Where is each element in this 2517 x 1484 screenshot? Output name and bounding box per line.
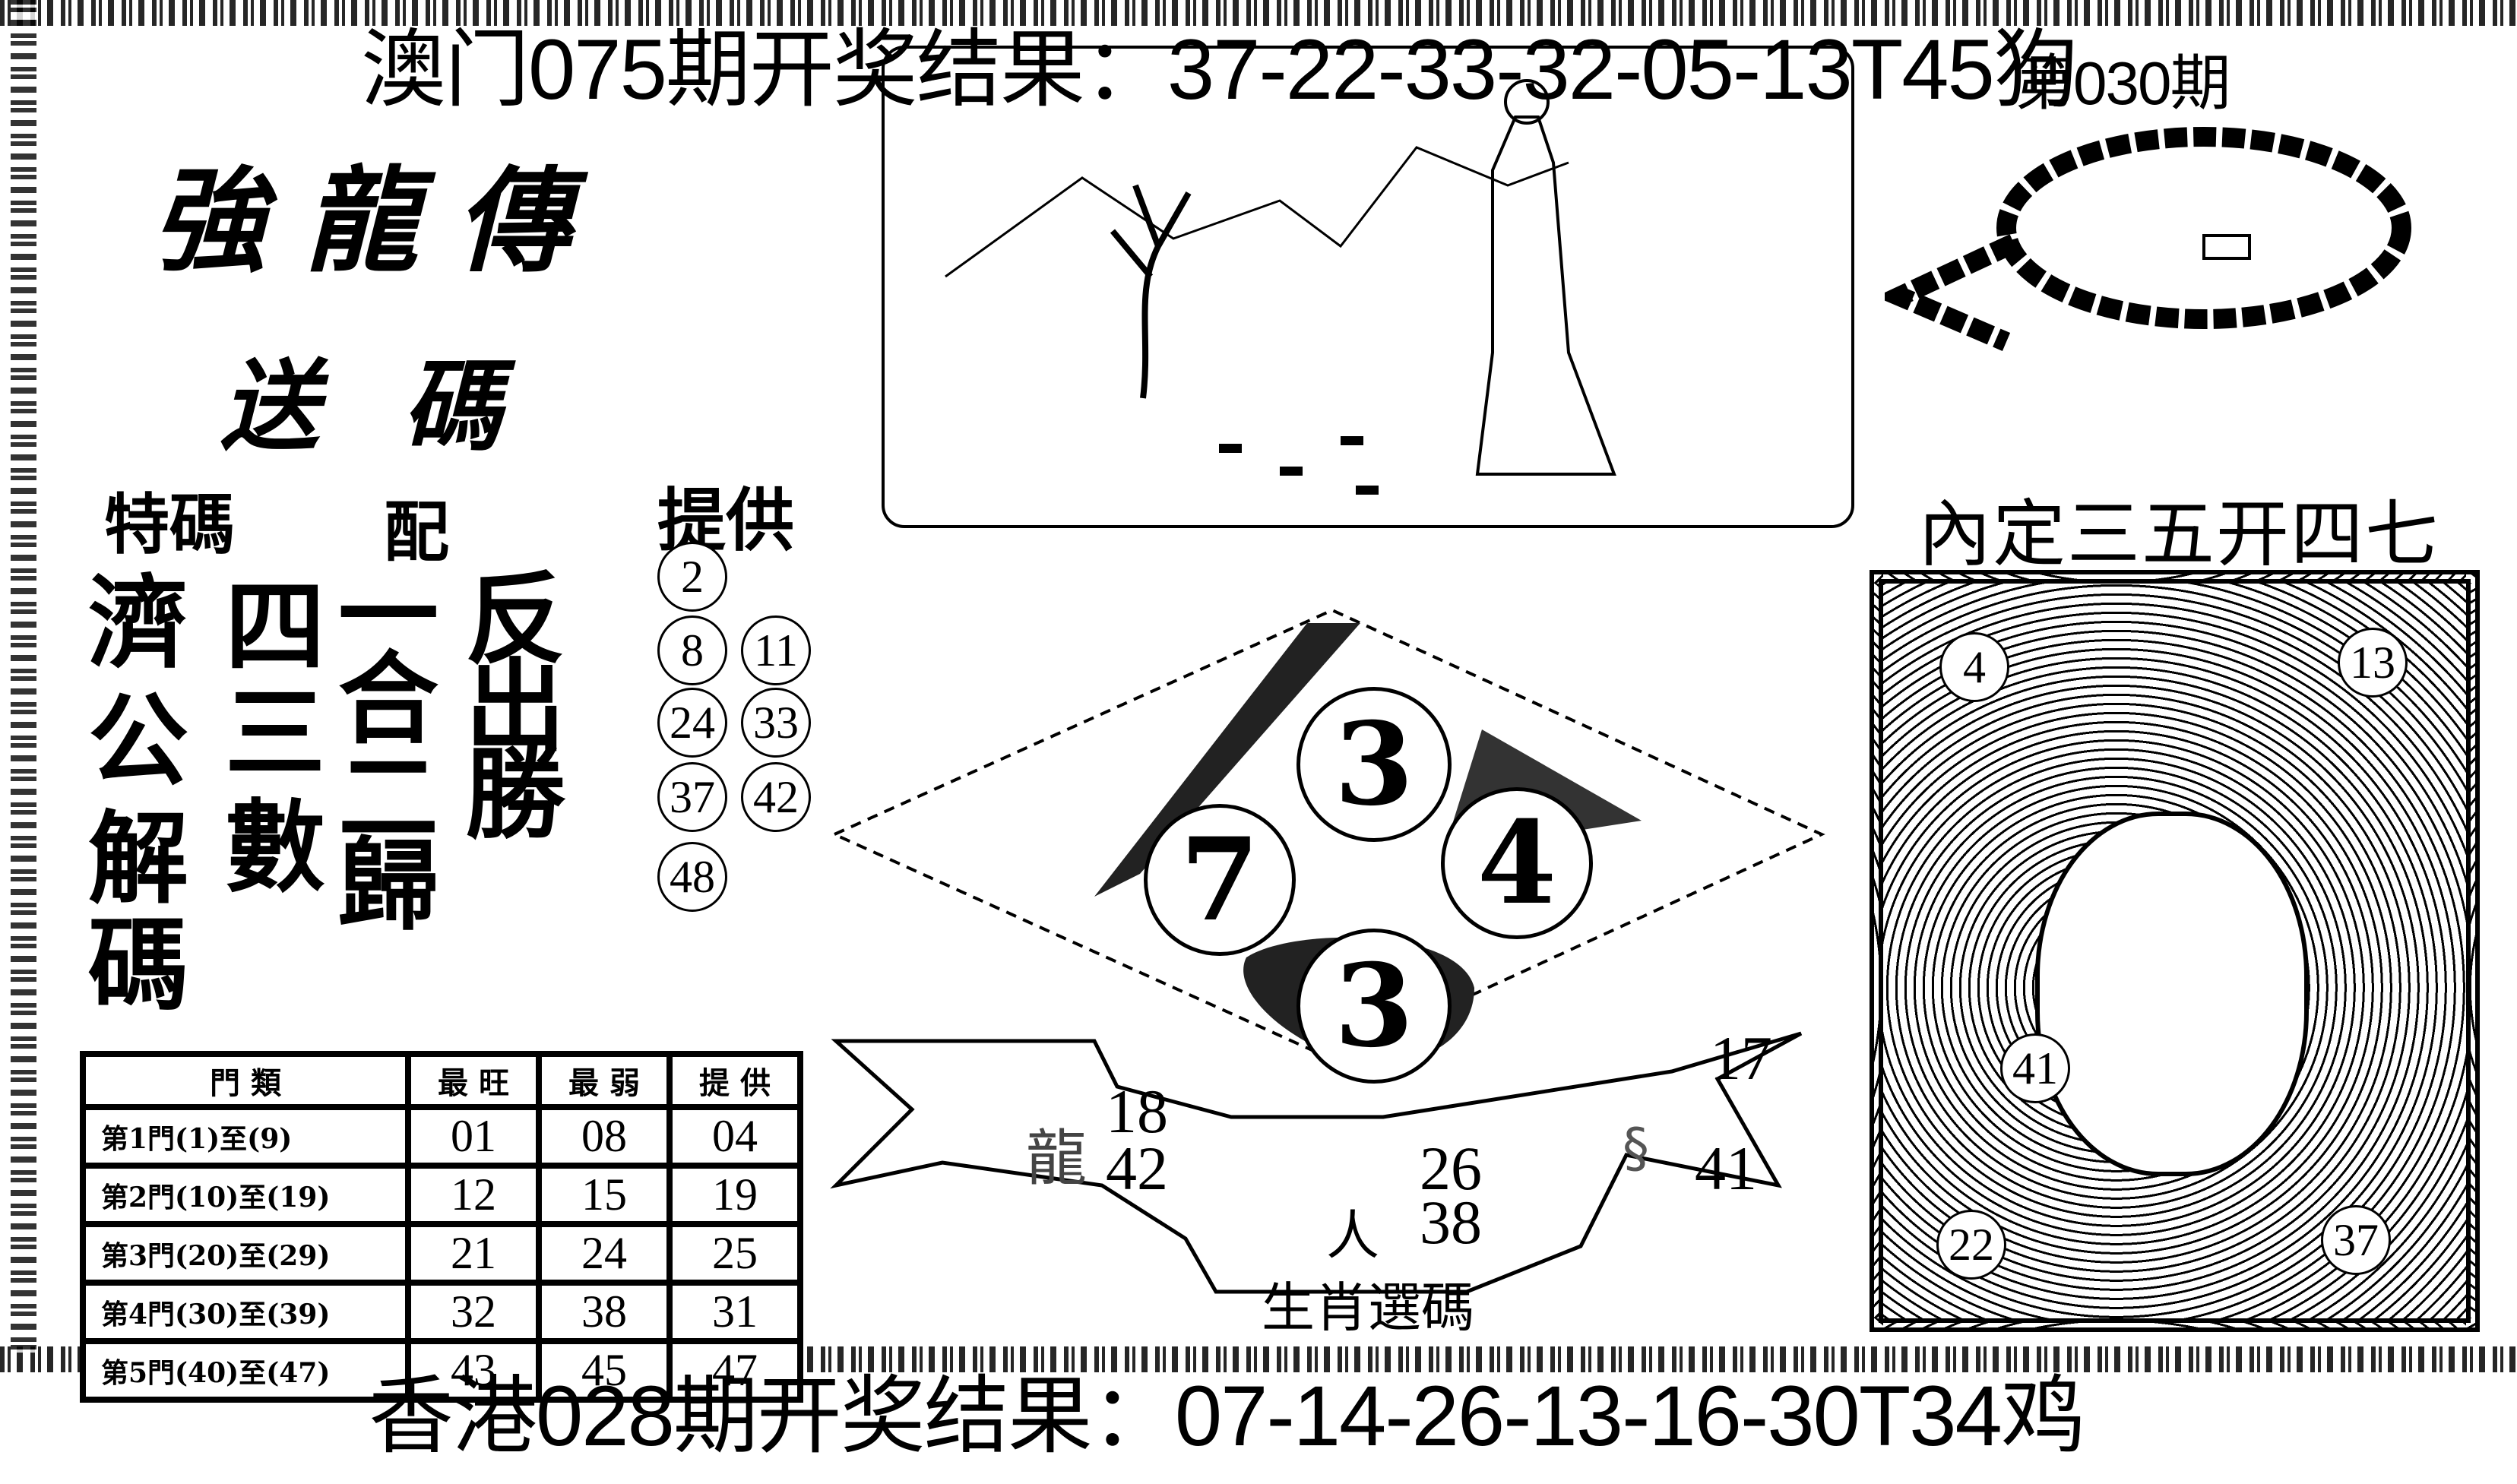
left-border-strip (11, 0, 36, 1353)
cell: 45 (542, 1344, 666, 1397)
cell: 12 (411, 1169, 536, 1221)
banner-number: 42 (1106, 1134, 1168, 1203)
column-header: 最 旺 (411, 1057, 536, 1104)
inner-hint-heading: 內定三五开四七 (1918, 494, 2439, 575)
calligraphy-title: 強龍傳 (152, 154, 609, 288)
banner-number: 17 (1710, 1024, 1772, 1093)
clue-char: 勝 (465, 736, 565, 853)
hk-result-headline: 香港028期开奖结果：07-14-26-13-16-30T34鸡 (369, 1369, 2086, 1463)
cell: 04 (673, 1110, 797, 1163)
clue-char: 碼 (88, 907, 188, 1024)
provided-number: 33 (741, 688, 811, 758)
clue-char: 一 (338, 557, 438, 675)
cell: 08 (542, 1110, 666, 1163)
cell: 32 (411, 1286, 536, 1338)
zodiac-banner-label: 生肖選碼 (1262, 1277, 1474, 1339)
hint-number: 22 (1936, 1210, 2006, 1280)
pair-label: 配 (384, 494, 449, 571)
landscape-illustration (945, 79, 1616, 495)
cell: 25 (673, 1227, 797, 1280)
cell: 38 (542, 1286, 666, 1338)
clue-char: 公 (88, 682, 188, 800)
row-label: 第3門(20)至(29) (86, 1227, 405, 1280)
bead-ring-illustration (1885, 127, 2411, 351)
scholar-painting (882, 46, 1854, 528)
calligraphy-subtitle: 送碼 (220, 348, 586, 464)
table-header-row: 門 類 最 旺 最 弱 提 供 (86, 1057, 797, 1104)
hint-number: 13 (2338, 628, 2408, 698)
special-code-label: 特碼 (104, 486, 235, 563)
clue-char: 歸 (338, 827, 438, 945)
column-header: 提 供 (673, 1057, 797, 1104)
provided-number: 48 (657, 842, 727, 912)
column-header: 門 類 (86, 1057, 405, 1104)
issue-number: 第030期 (2014, 49, 2230, 117)
cell: 43 (411, 1344, 536, 1397)
clue-char: 三 (225, 675, 325, 793)
row-label: 第1門(1)至(9) (86, 1110, 405, 1163)
row-label: 第2門(10)至(19) (86, 1169, 405, 1221)
cell: 21 (411, 1227, 536, 1280)
number-ball: 3 (1296, 687, 1452, 842)
hint-number: 4 (1939, 632, 2009, 702)
provided-number: 42 (741, 762, 811, 832)
number-ball: 3 (1296, 929, 1452, 1084)
banner-number: 41 (1695, 1134, 1757, 1203)
top-border-strip (0, 0, 2517, 26)
clue-char: 濟 (88, 565, 188, 682)
clue-char: 數 (225, 789, 325, 907)
provided-number: 37 (657, 762, 727, 832)
cell: 24 (542, 1227, 666, 1280)
clue-char: 解 (88, 800, 188, 918)
banner-number: 38 (1420, 1188, 1482, 1257)
hint-number: 41 (2000, 1033, 2070, 1103)
banner-number: 26 (1420, 1134, 1482, 1203)
figure-icon: 人 (1326, 1204, 1379, 1267)
number-ball: 7 (1144, 804, 1296, 956)
provided-number: 2 (657, 542, 727, 612)
banner-number: 18 (1106, 1077, 1168, 1146)
clue-char: 反 (465, 561, 565, 679)
cell: 47 (673, 1344, 797, 1397)
cell: 31 (673, 1286, 797, 1338)
row-label: 第5門(40)至(47) (86, 1344, 405, 1397)
column-header: 最 弱 (542, 1057, 666, 1104)
clue-char: 出 (465, 648, 565, 766)
cell: 15 (542, 1169, 666, 1221)
dragon-icon: 龍 (1026, 1123, 1087, 1194)
hint-number: 37 (2321, 1205, 2391, 1275)
provided-number: 8 (657, 615, 727, 685)
macau-result-headline: 澳门075期开奖结果：37-22-33-32-05-13T45狗 (361, 22, 2079, 117)
cell: 19 (673, 1169, 797, 1221)
row-label: 第4門(30)至(39) (86, 1286, 405, 1338)
clue-char: 合 (338, 641, 438, 758)
number-ball: 4 (1441, 787, 1593, 939)
clue-char: 二 (338, 739, 438, 857)
provided-number: 24 (657, 688, 727, 758)
cell: 01 (411, 1110, 536, 1163)
clue-char: 四 (225, 568, 325, 686)
provided-number: 11 (741, 615, 811, 685)
snake-icon: § (1623, 1117, 1649, 1179)
